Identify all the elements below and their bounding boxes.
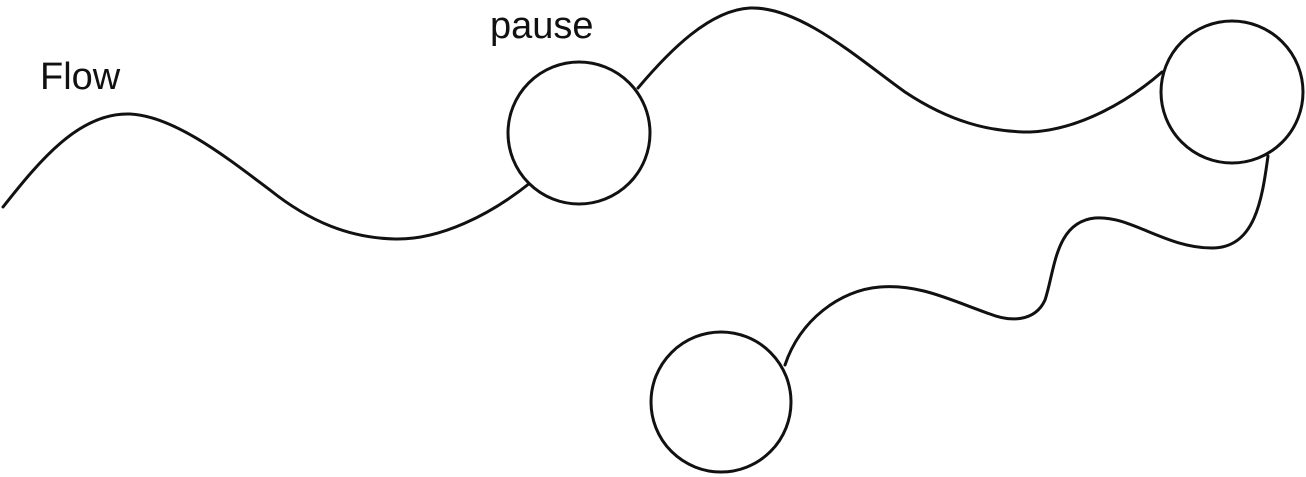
upper-right-node bbox=[1159, 19, 1305, 165]
flow-line-segment-3 bbox=[783, 154, 1270, 367]
flow-line-segment-1 bbox=[1, 112, 532, 241]
flow-line-segment-2 bbox=[636, 6, 1164, 134]
lower-node bbox=[649, 330, 793, 474]
flow-label: Flow bbox=[40, 56, 121, 98]
pause-label: pause bbox=[490, 5, 594, 47]
pause-node bbox=[506, 60, 652, 206]
